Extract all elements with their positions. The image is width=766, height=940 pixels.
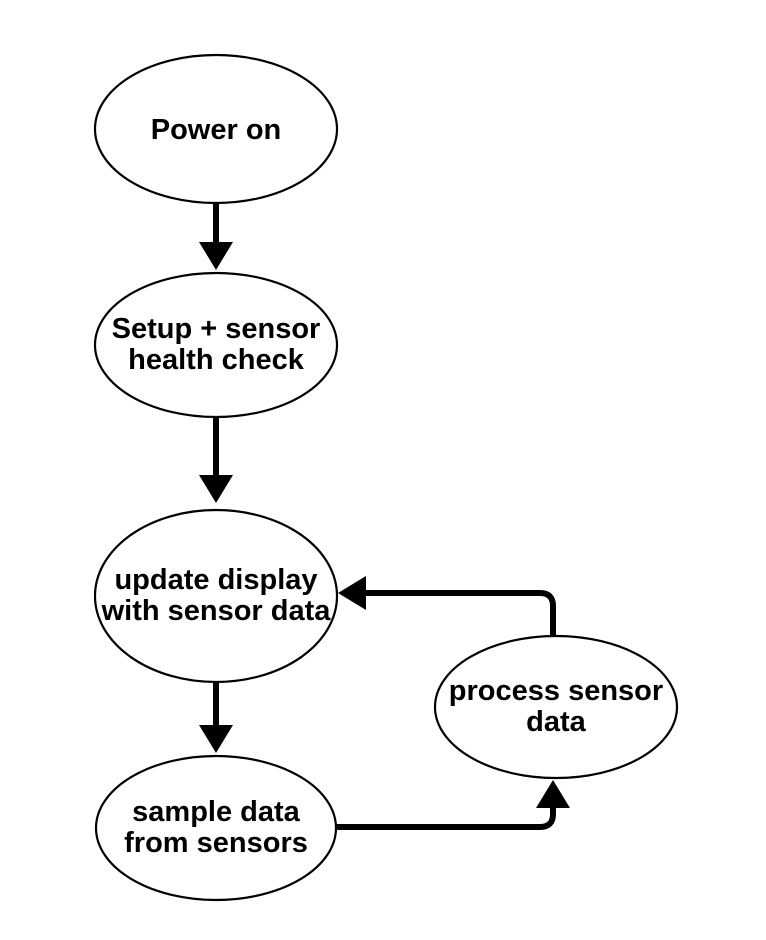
- edge-setup-to-update-display: [199, 415, 233, 503]
- edge-sample-data-to-process-data-line: [336, 804, 556, 830]
- arrow-down-icon: [199, 725, 233, 753]
- node-process-data-label-line2: data: [526, 706, 587, 738]
- edge-power-on-to-setup: [199, 201, 233, 270]
- arrow-down-icon: [199, 242, 233, 270]
- node-setup-health-check-label-line1: Setup + sensor: [112, 313, 321, 345]
- node-update-display-label-line2: with sensor data: [101, 595, 332, 627]
- edge-process-data-to-update-display: [338, 576, 556, 637]
- node-sample-data-label-line2: from sensors: [124, 827, 308, 859]
- node-sample-data: sample data from sensors: [94, 754, 338, 902]
- edge-update-display-to-sample-data: [199, 680, 233, 753]
- node-setup-health-check: Setup + sensor health check: [93, 271, 339, 419]
- edge-sample-data-to-process-data: [336, 780, 570, 830]
- node-setup-health-check-label-line2: health check: [128, 344, 305, 376]
- arrow-up-icon: [536, 780, 570, 808]
- arrow-left-icon: [338, 576, 366, 610]
- node-update-display-ellipse: [93, 508, 339, 684]
- node-sample-data-label-line1: sample data: [132, 796, 300, 828]
- node-process-data-label-line1: process sensor: [449, 675, 663, 707]
- node-update-display: update display with sensor data: [93, 508, 339, 684]
- arrow-down-icon: [199, 475, 233, 503]
- node-setup-health-check-ellipse: [93, 271, 339, 419]
- edge-process-data-to-update-display-line: [362, 590, 556, 637]
- node-process-data: process sensor data: [433, 634, 679, 780]
- node-power-on: Power on: [93, 53, 339, 205]
- node-power-on-label: Power on: [151, 114, 282, 146]
- node-power-on-ellipse: [93, 53, 339, 205]
- node-process-data-ellipse: [433, 634, 679, 780]
- node-sample-data-ellipse: [94, 754, 338, 902]
- node-update-display-label-line1: update display: [114, 564, 317, 596]
